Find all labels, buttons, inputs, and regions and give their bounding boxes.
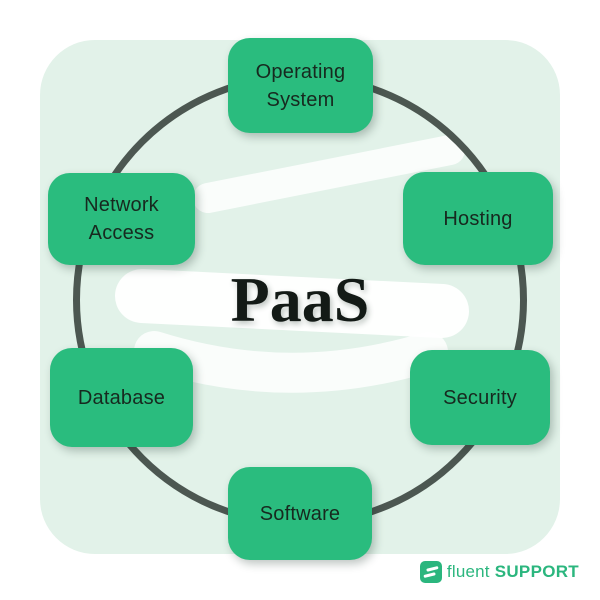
node-label: Security (443, 386, 517, 409)
node-security: Security (410, 350, 550, 445)
node-label: Software (259, 502, 341, 525)
fluent-support-logo-icon (419, 561, 442, 583)
node-label: Hosting (443, 207, 513, 230)
node-database: Database (50, 348, 193, 447)
brand-logo: fluent SUPPORT (419, 560, 579, 584)
node-network-access: Network Access (48, 173, 195, 265)
node-label: Operating System (255, 60, 346, 111)
node-label: Network Access (84, 194, 159, 244)
node-label: Database (77, 386, 166, 409)
brand-name-support: SUPPORT (494, 562, 579, 581)
node-hosting: Hosting (403, 172, 553, 265)
brand-name-fluent: fluent (446, 562, 490, 581)
diagram-title: PaaS (230, 264, 370, 335)
node-operating-system: Operating System (228, 38, 373, 133)
node-software: Software (228, 467, 372, 560)
